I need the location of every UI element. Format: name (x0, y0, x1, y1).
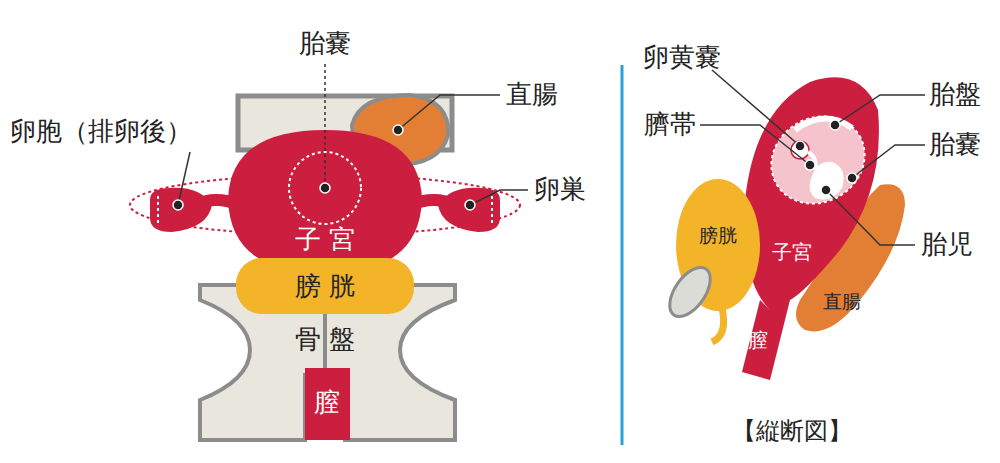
organ-label-box: 膀 胱 (291, 270, 359, 304)
organ-label-box: 直腸 (819, 289, 865, 315)
organ-name: 膀胱 (699, 225, 737, 247)
organ-name: 子 宮 (295, 225, 355, 255)
organ-label-box: 膣 (744, 327, 772, 353)
organ-label-box: 子宮 (768, 239, 816, 266)
leader-line (852, 145, 925, 178)
leader-line (398, 95, 500, 130)
leader-dot (320, 183, 330, 193)
organ-name: 膀 胱 (295, 272, 355, 302)
organ-name: 膣 (748, 329, 768, 351)
leader-dot (830, 120, 840, 130)
uterus (742, 77, 879, 380)
part-label: 卵巣 (534, 175, 586, 205)
organ-label-box: 膀胱 (695, 223, 741, 249)
follicle-mark (157, 196, 159, 226)
part-label: 臍帯 (644, 110, 696, 140)
leader-line (324, 64, 326, 188)
uterus (228, 130, 422, 280)
part-label: 卵黄嚢 (643, 43, 721, 73)
part-label: 胎嚢 (929, 130, 981, 160)
part-label: 直腸 (506, 80, 558, 110)
leader-dot (465, 200, 475, 210)
leader-line (826, 190, 915, 245)
pubic-bone (662, 260, 719, 323)
leader-line (835, 95, 925, 125)
organ-name: 直腸 (823, 291, 861, 313)
gestational-sac (755, 100, 880, 221)
caption: 【縦断図】 (732, 418, 852, 446)
leader-dot (805, 160, 815, 170)
leader-dot (821, 185, 831, 195)
organ-label-box: 膣 (310, 386, 344, 420)
organ-name: 骨 盤 (295, 325, 355, 355)
organ-label-box: 子 宮 (291, 223, 359, 257)
part-label: 胎嚢 (299, 29, 351, 59)
divider (621, 65, 624, 445)
follicle-mark (491, 196, 493, 226)
organ-name: 膣 (314, 388, 340, 418)
leader-line (470, 190, 528, 205)
leader-line (700, 125, 810, 165)
organ-name: 子宮 (772, 241, 812, 264)
part-label: 胎盤 (929, 80, 981, 110)
leader-line (712, 70, 800, 146)
bladder (236, 258, 414, 314)
leader-dot (393, 125, 403, 135)
vagina (305, 368, 350, 440)
part-label: 胎児 (921, 230, 973, 260)
leader-dot (795, 141, 805, 151)
urethra (712, 308, 724, 342)
organ-label-box: 骨 盤 (291, 323, 359, 357)
leader-line (178, 152, 190, 205)
leader-dot (173, 200, 183, 210)
part-label: 卵胞（排卵後） (10, 117, 192, 147)
leader-dot (847, 173, 857, 183)
